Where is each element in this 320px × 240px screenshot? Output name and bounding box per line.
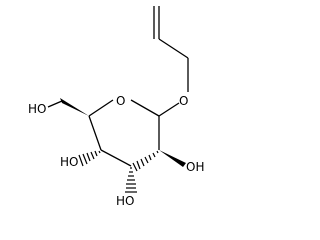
- bond-c4-c5: [88, 115, 102, 151]
- wedge-bonds: [60, 98, 186, 167]
- c4-hydroxyl-label: HO: [60, 155, 78, 169]
- c3-hydroxyl-label: HO: [116, 194, 134, 208]
- ring-bonds: [47, 99, 180, 167]
- molecule-drawing: O O HO HO HO OH: [28, 6, 204, 208]
- bond-ring-o-c5: [88, 99, 114, 117]
- wedge-c5-c6: [60, 98, 89, 116]
- molecule-canvas: O O HO HO HO OH: [28, 6, 205, 208]
- allyl-bond-ch-ch2: [158, 38, 189, 59]
- bond-c1-ring-o: [130, 99, 160, 117]
- bond-c6-oh: [47, 100, 63, 108]
- glycosidic-oxygen-label: O: [179, 94, 188, 108]
- c2-hydroxyl-label: OH: [186, 160, 204, 174]
- ring-oxygen-label: O: [116, 94, 125, 108]
- wedge-c2-oh: [159, 150, 186, 167]
- hydroxymethyl-oh-label: HO: [28, 102, 46, 116]
- allyl-group: [153, 6, 189, 92]
- bond-o-glycosidic-c1: [158, 102, 180, 117]
- hashed-bonds: [78, 150, 159, 193]
- bond-c3-c4: [100, 149, 132, 167]
- hash-c2-c3: [132, 150, 159, 172]
- hash-c3-oh: [125, 167, 137, 193]
- hash-c4-oh: [78, 150, 101, 167]
